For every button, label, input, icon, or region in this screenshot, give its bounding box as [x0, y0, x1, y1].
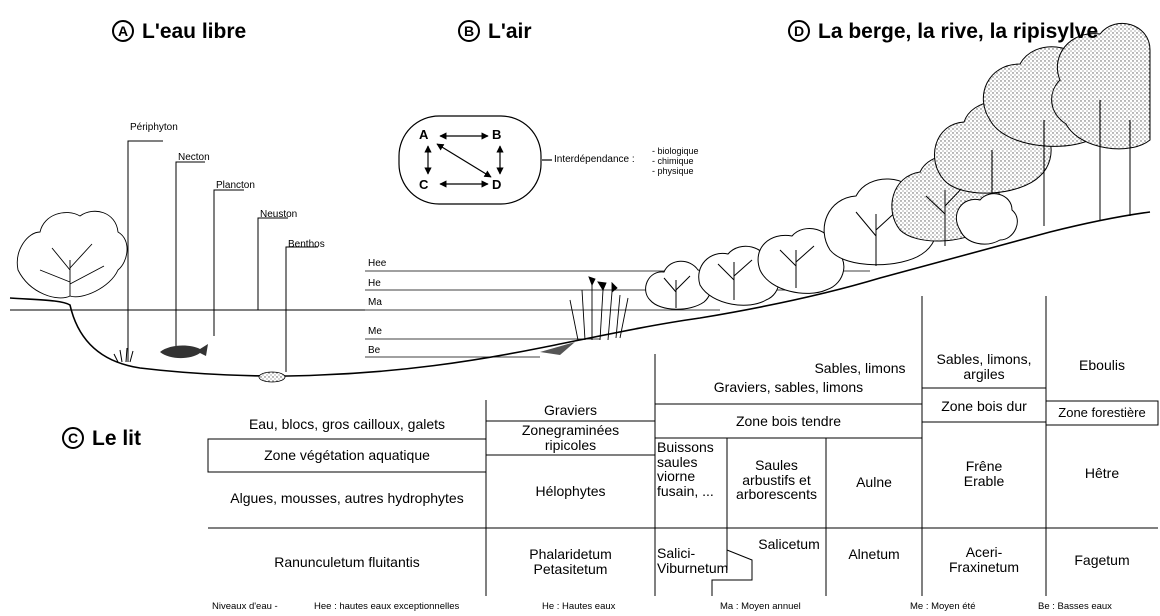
cell-col3-substrate: Graviers, sables, limons: [655, 372, 922, 402]
interdependence-physique: - physique: [652, 167, 694, 176]
cell-col3-willows: Saules arbustifs et arborescents: [727, 440, 826, 520]
cell-col3-assoc-salici: Salici- Viburnetum: [657, 546, 727, 582]
reed-cluster: [540, 277, 628, 355]
heading-c-letter: C: [62, 427, 84, 449]
cell-col1-association: Ranunculetum fluitantis: [208, 532, 486, 592]
node-a: A: [419, 128, 428, 141]
cell-col5-zone: Zone forestière: [1046, 401, 1158, 425]
cell-col2-association-line2: Petasitetum: [534, 562, 608, 577]
footer-ma: Ma : Moyen annuel: [720, 602, 801, 612]
heading-c-title: Le lit: [92, 428, 141, 449]
cell-col3-assoc-salicetum: Salicetum: [752, 530, 826, 558]
cell-col2-association-line1: Phalaridetum: [529, 547, 612, 562]
footer-intro: Niveaux d'eau -: [212, 602, 278, 612]
cell-col1-zone: Zone végétation aquatique: [208, 439, 486, 472]
cell-col4-zone: Zone bois dur: [922, 390, 1046, 422]
cell-col3-bushes-2: saules: [657, 455, 697, 470]
cell-col5-substrate: Eboulis: [1046, 352, 1158, 378]
node-b: B: [492, 128, 501, 141]
node-c: C: [419, 178, 428, 191]
cell-col4-vegetation-2: Erable: [964, 474, 1004, 489]
heading-d-title: La berge, la rive, la ripisylve: [818, 21, 1098, 42]
cell-col1-vegetation: Algues, mousses, autres hydrophytes: [208, 478, 486, 518]
heading-b-title: L'air: [488, 21, 532, 42]
footer-hee: Hee : hautes eaux exceptionnelles: [314, 602, 459, 612]
cell-col3-bushes-1: Buissons: [657, 440, 714, 455]
cell-col4-association-2: Fraxinetum: [949, 560, 1019, 575]
interdependence-chimique: - chimique: [652, 157, 694, 166]
cell-col3-alder: Aulne: [826, 440, 922, 524]
cell-col2-substrate: Graviers: [486, 400, 655, 421]
label-periphyton: Périphyton: [130, 123, 178, 133]
cell-col2-zone: Zonegraminées ripicoles: [486, 421, 655, 455]
cell-col4-association-1: Aceri-: [966, 545, 1003, 560]
label-plancton: Plancton: [216, 181, 255, 191]
algae-shape: [114, 348, 133, 362]
cell-col2-association: Phalaridetum Petasitetum: [486, 532, 655, 592]
level-he: He: [368, 279, 381, 289]
cell-col2-zone-line1: Zonegraminées: [522, 423, 619, 438]
cell-col4-substrate-1: Sables, limons,: [937, 352, 1032, 367]
footer-be: Be : Basses eaux: [1038, 602, 1112, 612]
level-be: Be: [368, 346, 380, 356]
footer-me: Me : Moyen été: [910, 602, 975, 612]
fish-shape: [160, 344, 208, 358]
heading-berge: D La berge, la rive, la ripisylve: [788, 20, 1098, 42]
cell-col3-assoc-salici-2: Viburnetum: [657, 561, 728, 576]
node-d: D: [492, 178, 501, 191]
pebble-shape: [259, 372, 285, 382]
cell-col3-bushes-3: viorne: [657, 469, 695, 484]
cell-col3-bushes: Buissons saules viorne fusain, ...: [657, 440, 727, 526]
interdependence-biologique: - biologique: [652, 147, 699, 156]
cell-col2-zone-line2: ripicoles: [545, 438, 596, 453]
heading-a-letter: A: [112, 20, 134, 42]
cell-col3-assoc-alnetum: Alnetum: [826, 534, 922, 574]
cell-col1-substrate: Eau, blocs, gros cailloux, galets: [208, 412, 486, 436]
heading-d-letter: D: [788, 20, 810, 42]
cell-col2-vegetation: Hélophytes: [486, 458, 655, 524]
cell-col4-substrate: Sables, limons, argiles: [922, 348, 1046, 386]
cell-col3-willows-1: Saules: [755, 458, 798, 473]
riparian-forest: [646, 23, 1150, 309]
cell-col3-bushes-4: fusain, ...: [657, 484, 714, 499]
organism-pointers: [128, 141, 318, 372]
heading-lit: C Le lit: [62, 427, 141, 449]
cell-col5-vegetation: Hêtre: [1046, 448, 1158, 498]
heading-eau-libre: A L'eau libre: [112, 20, 246, 42]
cell-col3-zone: Zone bois tendre: [655, 404, 922, 438]
cell-col3-assoc-salici-1: Salici-: [657, 546, 695, 561]
cell-col4-vegetation: Frêne Erable: [922, 444, 1046, 504]
footer-he: He : Hautes eaux: [542, 602, 615, 612]
cell-col5-association: Fagetum: [1046, 532, 1158, 588]
heading-a-title: L'eau libre: [142, 21, 246, 42]
label-benthos: Benthos: [288, 240, 325, 250]
cell-col4-vegetation-1: Frêne: [966, 459, 1003, 474]
heading-b-letter: B: [458, 20, 480, 42]
level-hee: Hee: [368, 259, 386, 269]
label-neuston: Neuston: [260, 210, 297, 220]
cell-col3-willows-3: arborescents: [736, 487, 817, 502]
label-necton: Necton: [178, 153, 210, 163]
level-ma: Ma: [368, 298, 382, 308]
heading-air: B L'air: [458, 20, 532, 42]
interdependence-label: Interdépendance :: [554, 155, 635, 165]
level-me: Me: [368, 327, 382, 337]
cell-col3-willows-2: arbustifs et: [742, 473, 810, 488]
cell-col4-association: Aceri- Fraxinetum: [922, 532, 1046, 588]
cell-col4-substrate-2: argiles: [963, 367, 1004, 382]
left-bank-bush: [17, 211, 127, 298]
